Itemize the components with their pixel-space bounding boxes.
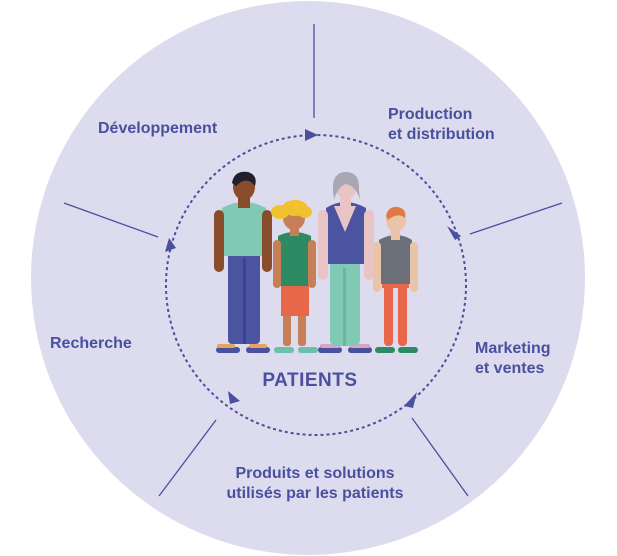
- production-line-2: et distribution: [388, 126, 495, 143]
- patient-girl: [271, 200, 316, 346]
- stage-label-products: Produits et solutions utilisés par les p…: [190, 464, 440, 504]
- patient-grandmother: [318, 172, 374, 346]
- research-text: Recherche: [50, 335, 132, 352]
- arrowhead-bottom-right: [404, 392, 417, 408]
- divider-line-left: [63, 202, 159, 238]
- divider-line-bottom-left: [158, 419, 217, 497]
- patient-man: [214, 171, 272, 344]
- development-text: Développement: [98, 120, 218, 137]
- cycle-dotted-circle: [165, 134, 467, 436]
- stage-label-production: Production et distribution: [388, 105, 495, 145]
- divider-lines: [63, 24, 563, 497]
- feet: [216, 344, 418, 353]
- arrowhead-bottom-left: [228, 391, 240, 404]
- products-line-2: utilisés par les patients: [226, 485, 404, 502]
- marketing-line-1: Marketing: [475, 340, 551, 357]
- patients-family-illustration: [214, 171, 418, 353]
- products-line-1: Produits et solutions: [235, 465, 395, 482]
- production-line-1: Production: [388, 106, 473, 123]
- divider-line-bottom-right: [411, 417, 469, 497]
- stage-label-research: Recherche: [50, 334, 132, 354]
- stage-label-marketing: Marketing et ventes: [475, 339, 551, 379]
- center-patients-label: PATIENTS: [262, 370, 358, 391]
- patient-boy: [373, 206, 418, 346]
- marketing-line-2: et ventes: [475, 360, 545, 377]
- cycle-arrow-icon: [165, 129, 461, 408]
- arrowhead-top: [305, 129, 318, 141]
- arrowhead-left: [165, 238, 176, 252]
- stage-label-development: Développement: [98, 119, 217, 139]
- divider-line-right: [469, 202, 563, 235]
- arrowhead-right: [447, 226, 461, 240]
